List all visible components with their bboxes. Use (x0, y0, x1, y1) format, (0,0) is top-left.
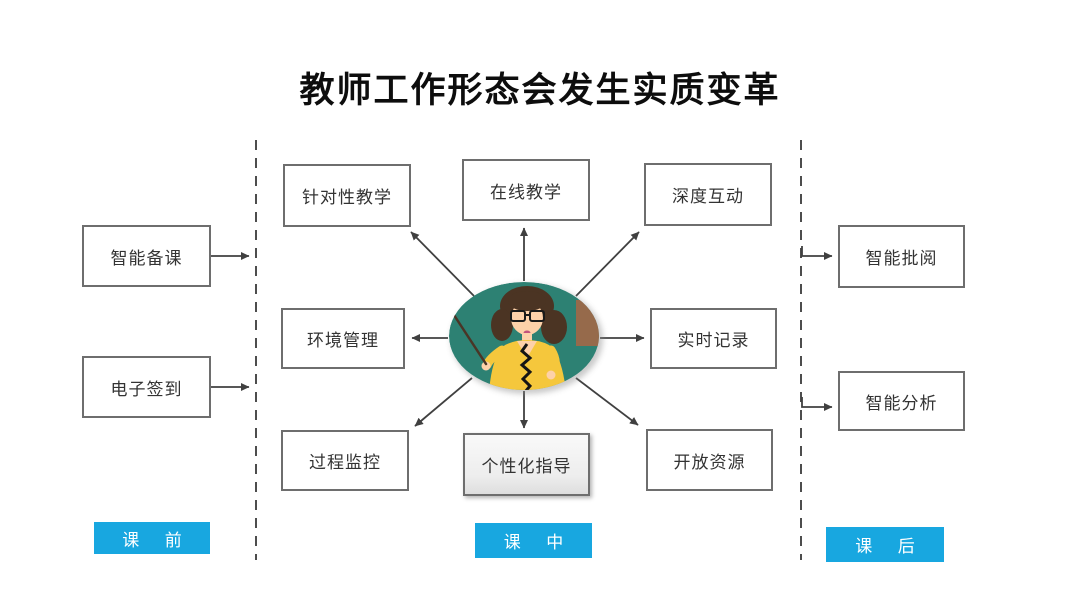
arrow-to-deep-interaction (575, 231, 640, 297)
arrow-to-targeted-teaching (410, 231, 475, 297)
node-label: 在线教学 (490, 182, 562, 202)
node-process-monitoring: 过程监控 (281, 430, 409, 491)
node-deep-interaction: 深度互动 (644, 163, 772, 226)
stage-label-text: 课前 (122, 530, 208, 550)
stage-label-post-class: 课后 (826, 527, 944, 562)
stage-label-text: 课中 (503, 533, 589, 552)
node-label: 针对性教学 (302, 188, 392, 207)
node-ai-grading: 智能批阅 (838, 225, 965, 288)
node-targeted-teaching: 针对性教学 (283, 164, 411, 227)
node-open-resources: 开放资源 (646, 429, 773, 491)
node-environment-management: 环境管理 (281, 308, 405, 369)
node-label: 深度互动 (672, 187, 744, 206)
node-label: 开放资源 (673, 452, 746, 472)
node-e-checkin: 电子签到 (82, 356, 211, 418)
node-realtime-recording: 实时记录 (650, 308, 777, 369)
node-label: 智能分析 (865, 393, 938, 413)
node-label: 个性化指导 (481, 457, 572, 476)
arrow-divider-to-ai-grading (801, 246, 833, 260)
page-title: 教师工作形态会发生实质变革 (299, 71, 781, 110)
node-label: 智能批阅 (865, 249, 938, 268)
node-ai-lesson-prep: 智能备课 (82, 225, 211, 287)
arrow-to-process-monitoring (414, 377, 473, 427)
stage-label-text: 课后 (855, 537, 941, 556)
node-ai-analysis: 智能分析 (838, 371, 965, 431)
node-label: 环境管理 (307, 331, 379, 350)
teacher-avatar (449, 282, 603, 394)
node-online-teaching: 在线教学 (462, 159, 590, 221)
arrow-divider-to-ai-analysis (801, 397, 833, 411)
node-label: 智能备课 (110, 248, 183, 268)
node-label: 电子签到 (110, 379, 183, 399)
node-label: 过程监控 (309, 453, 381, 472)
arrow-to-open-resources (575, 377, 639, 426)
node-personalized-guidance: 个性化指导 (463, 433, 590, 496)
stage-label-in-class: 课中 (475, 523, 592, 558)
stage-label-pre-class: 课前 (94, 522, 210, 554)
node-label: 实时记录 (677, 331, 750, 350)
